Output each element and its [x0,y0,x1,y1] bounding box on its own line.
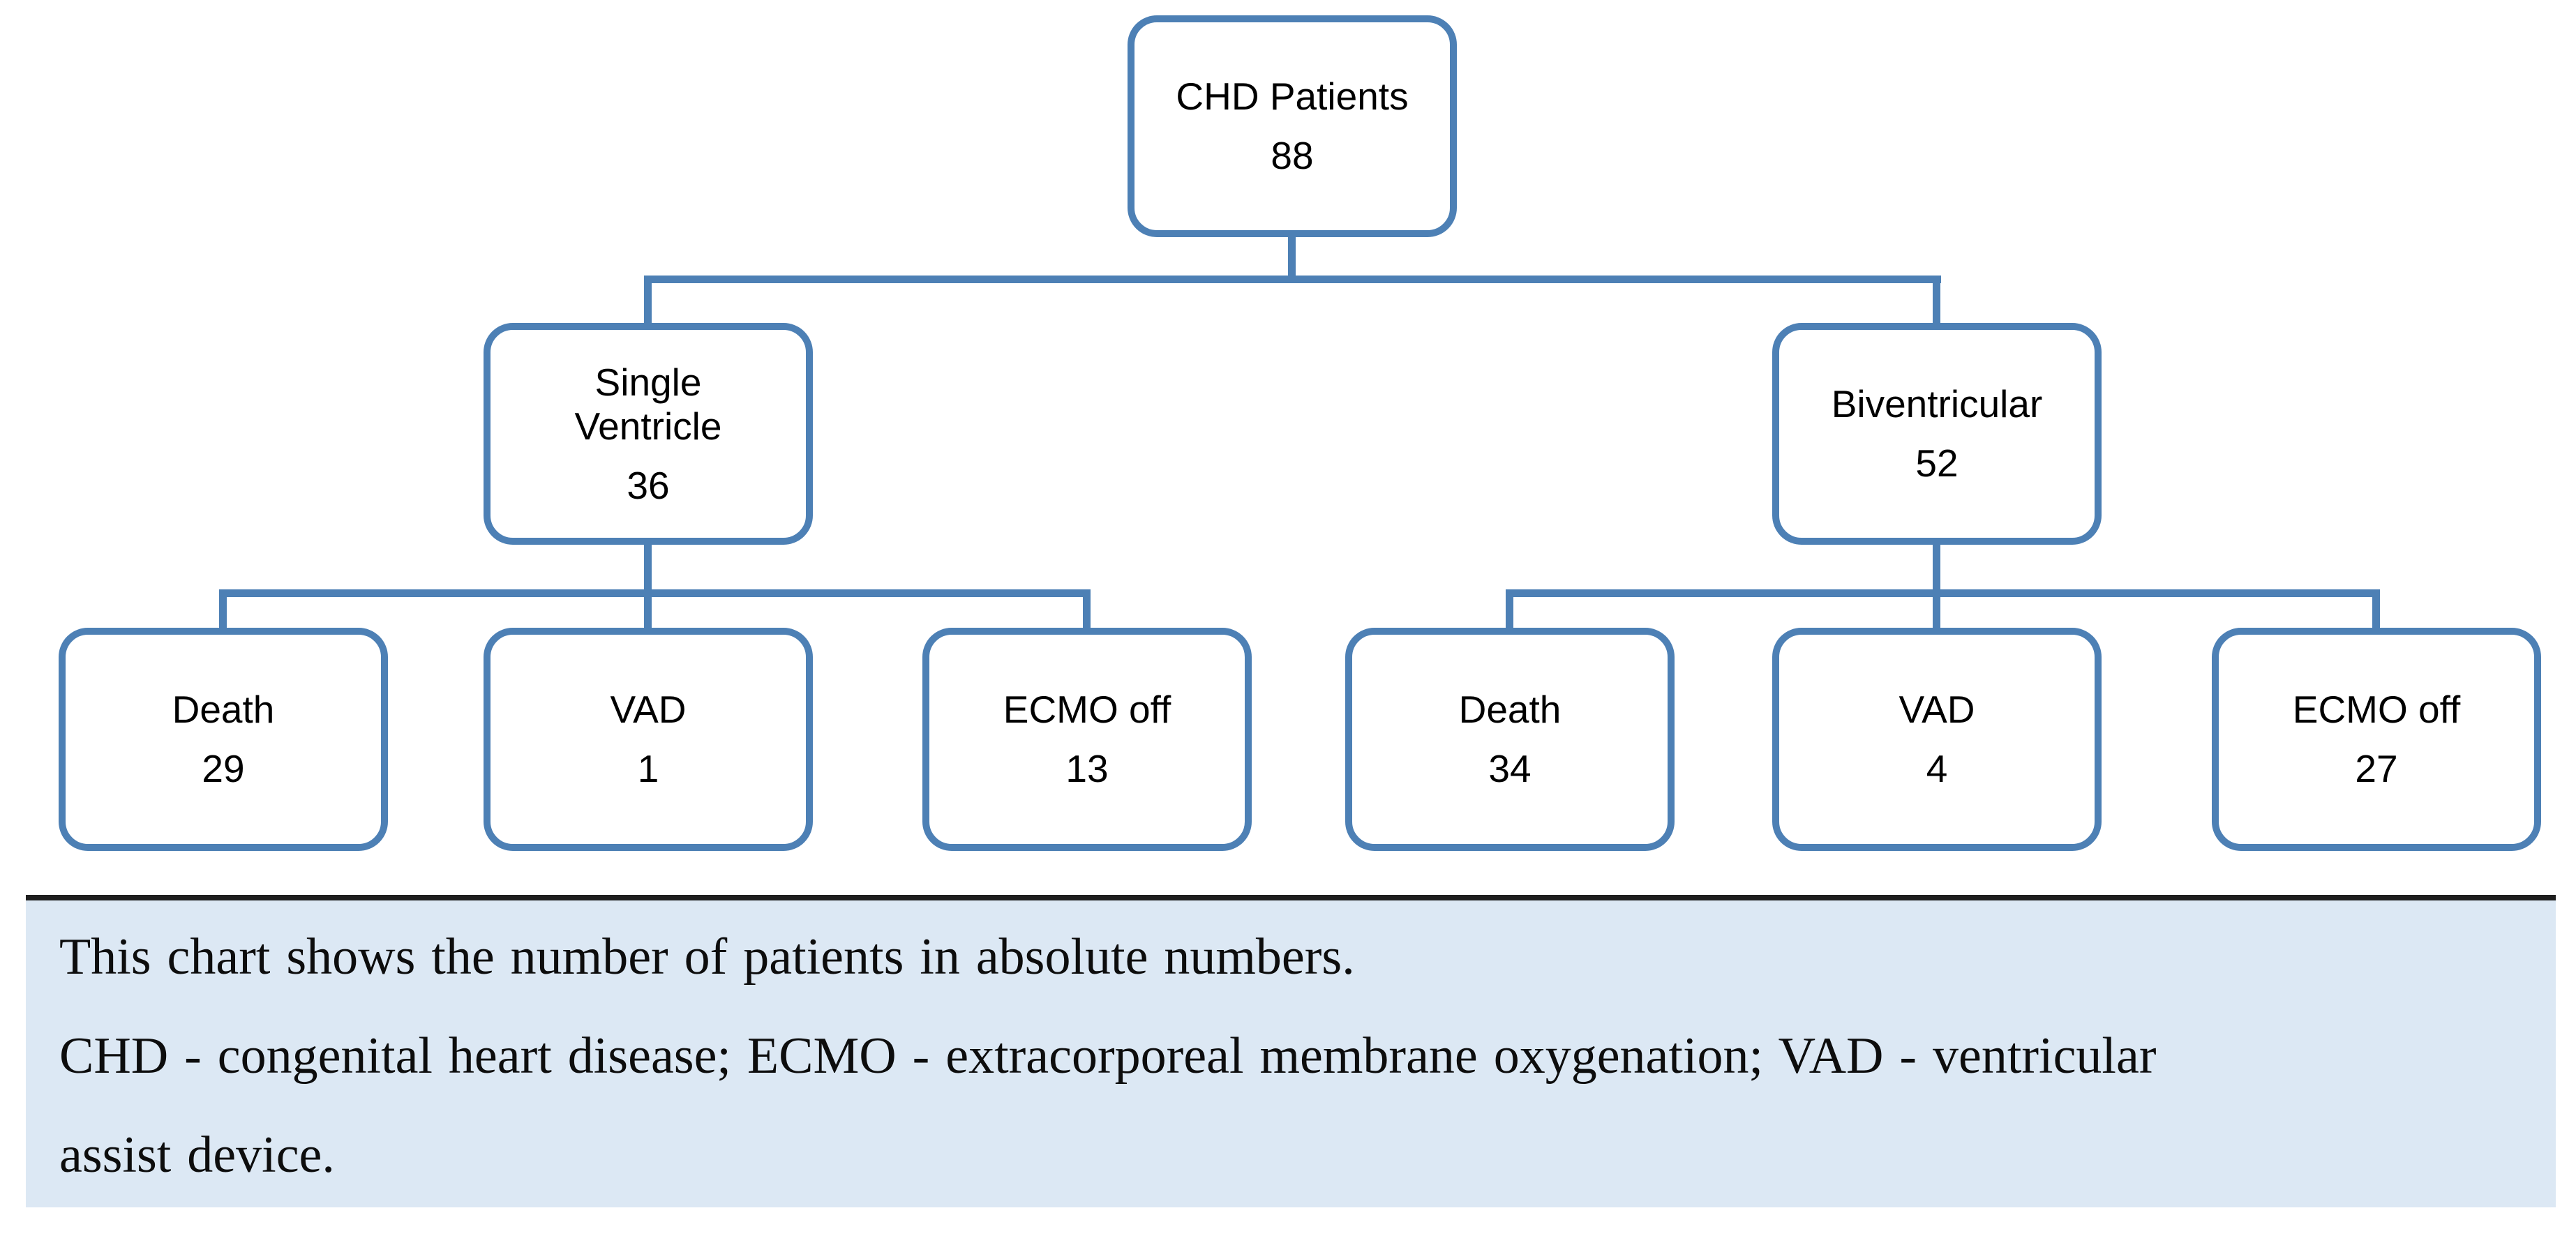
connector-drop-sv-death [219,589,227,630]
connector-bv-crossbar [1506,589,2377,597]
node-biventricular: Biventricular 52 [1772,323,2102,545]
node-bv-death: Death 34 [1345,628,1675,851]
caption-line-2: CHD - congenital heart disease; ECMO - e… [59,1027,2157,1085]
node-chd-patients-value: 88 [1271,134,1314,177]
connector-sv-stem [644,545,652,630]
connector-drop-sv-ecmo-off [1083,589,1091,630]
connector-sv-crossbar [219,589,1091,597]
caption-line-3: assist device. [59,1126,335,1184]
node-bv-ecmo-off-label: ECMO off [2292,688,2461,731]
connector-bv-stem [1933,545,1940,630]
node-bv-vad: VAD 4 [1772,628,2102,851]
node-sv-death: Death 29 [59,628,388,851]
node-biventricular-value: 52 [1915,442,1959,485]
node-single-ventricle: Single Ventricle 36 [484,323,813,545]
node-biventricular-label: Biventricular [1831,382,2043,425]
node-sv-ecmo-off-value: 13 [1065,747,1109,790]
connector-drop-bv-ecmo-off [2372,589,2380,630]
node-sv-death-value: 29 [202,747,245,790]
node-sv-vad-value: 1 [637,747,659,790]
connector-root-stem [1288,237,1296,283]
node-bv-ecmo-off-value: 27 [2355,747,2398,790]
node-sv-vad: VAD 1 [484,628,813,851]
connector-level1-crossbar [644,276,1941,283]
node-chd-patients-label: CHD Patients [1176,75,1409,118]
node-sv-vad-label: VAD [610,688,687,731]
node-bv-death-label: Death [1458,688,1562,731]
connector-drop-bv-death [1506,589,1513,630]
node-bv-ecmo-off: ECMO off 27 [2212,628,2541,851]
node-chd-patients: CHD Patients 88 [1128,15,1457,237]
node-bv-death-value: 34 [1488,747,1532,790]
node-single-ventricle-value: 36 [627,463,670,507]
caption-panel: This chart shows the number of patients … [26,895,2556,1207]
node-bv-vad-label: VAD [1899,688,1975,731]
node-single-ventricle-label: Single Ventricle [574,360,722,448]
node-bv-vad-value: 4 [1926,747,1948,790]
node-sv-ecmo-off: ECMO off 13 [922,628,1252,851]
connector-drop-biventricular [1933,276,1940,324]
node-sv-death-label: Death [172,688,275,731]
node-sv-ecmo-off-label: ECMO off [1003,688,1171,731]
connector-drop-single-ventricle [644,276,652,324]
caption-line-1: This chart shows the number of patients … [59,928,1355,986]
